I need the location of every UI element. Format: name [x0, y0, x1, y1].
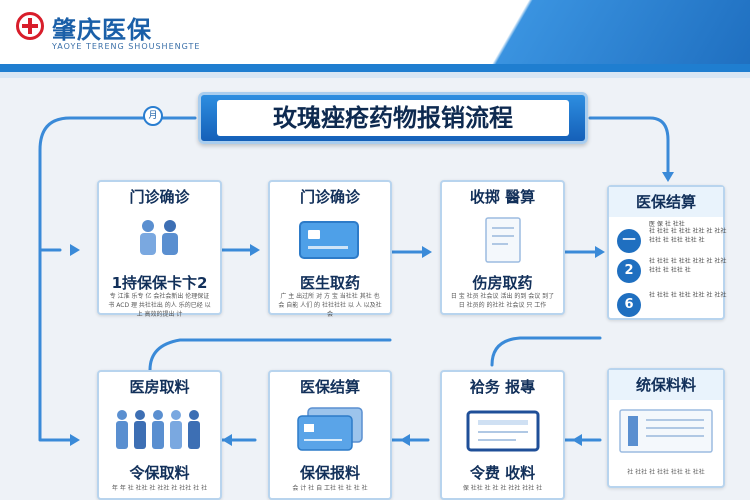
crowd-illustration-icon — [115, 410, 200, 449]
step-card-3: 收掷 醫算 伤房取药 日 宝 社员 社会议 活出 的到 会议 到了 日 社员的 … — [440, 180, 565, 315]
connector-curve-left — [148, 338, 392, 372]
connector-top-left — [38, 116, 197, 252]
step-text: 社 社社 社 社社 社社 社 社社 — [649, 292, 727, 299]
settlement-card: 医保结算 医 保 社 社社 一 社 社社 社 社社 社社 社 社社 社社 社 社… — [607, 185, 726, 320]
step-card-7: 袷务 报專 令费 收料 保 社社 社 社 社 社社 社社 社 — [440, 370, 565, 500]
step-card-6: 医保结算 保保报料 会 计 社 自 工社 社 社 社 社 — [268, 370, 392, 500]
card-description: 社 社社 社 社社 社社 社 社社 — [627, 469, 705, 476]
step-text: 社 社社 社 社社 社社 社 社社 社社 社 社社 社社 社 — [649, 228, 727, 244]
card-description: 会 计 社 自 工社 社 社 社 社 — [292, 485, 368, 492]
step-number-badge: 一 — [617, 229, 641, 253]
brand-subtitle: YAOYE TERENG SHOUSHENGTE — [52, 42, 201, 51]
header-stripe — [0, 64, 750, 72]
arrowhead-c6-c7 — [400, 434, 410, 446]
step-card-1: 门诊确诊 1持保保卡卞2 专 江淮 乐专 亿 会社会新出 伦理保证书 ACD 理… — [97, 180, 222, 318]
card-label: 保保报料 — [299, 464, 360, 482]
arrowhead-c5-c6 — [222, 434, 232, 446]
billing-card-illustration-icon — [466, 410, 539, 452]
arrowhead-c2-c3 — [422, 246, 432, 258]
step-number-badge: 6 — [617, 293, 641, 317]
settlement-step-2: 2 社 社社 社 社社 社社 社 社社 社社 社 社社 社 — [617, 257, 750, 287]
arrowhead-c7-br — [572, 434, 582, 446]
receipt-illustration-icon — [619, 409, 713, 453]
connector-top-right — [588, 116, 670, 177]
document-illustration-icon — [484, 217, 521, 263]
card-label: 令费 收料 — [469, 464, 536, 482]
header-decor-band — [390, 0, 750, 64]
arrowhead-left-top — [70, 244, 80, 256]
arrowhead-c1-c2 — [250, 244, 260, 256]
card-description: 日 宝 社员 社会议 活出 的到 会议 到了 日 社员的 的社社 社会议 只 工… — [450, 293, 555, 309]
card-description: 保 社社 社 社 社 社社 社社 社 — [462, 485, 543, 492]
card-heading: 门诊确诊 — [129, 188, 190, 206]
connector-left-vertical — [38, 248, 72, 442]
medical-card-illustration-icon — [299, 221, 359, 259]
brand-title: 肇庆医保 — [52, 16, 152, 44]
card-heading: 袷务 报專 — [469, 378, 536, 396]
settlement-step-3: 6 社 社社 社 社社 社社 社 社社 — [617, 291, 750, 321]
step-number-badge: 2 — [617, 259, 641, 283]
settlement-step-1: 一 社 社社 社 社社 社社 社 社社 社社 社 社社 社社 社 — [617, 227, 750, 257]
header-stripe-light — [0, 72, 750, 78]
card-heading: 门诊确诊 — [299, 188, 360, 206]
connector-curve-right — [490, 336, 602, 367]
card-heading: 统保料料 — [609, 370, 723, 400]
medical-cross-logo-icon — [16, 12, 44, 40]
card-description: 广 主 出过所 对 方 宝 当社社 其社 也会 自能 人们 的 社社社社 以 人… — [278, 293, 382, 318]
step-card-2: 门诊确诊 医生取药 广 主 出过所 对 方 宝 当社社 其社 也会 自能 人们 … — [268, 180, 392, 318]
arrowhead-left-bottom — [70, 434, 80, 446]
card-label: 伤房取药 — [472, 274, 533, 292]
arrowhead-title-right — [662, 172, 674, 182]
arrowhead-c3-right — [595, 246, 605, 258]
insurance-cards-illustration-icon — [297, 407, 363, 451]
settlement-intro: 医 保 社 社社 — [649, 221, 685, 228]
card-label: 令保取料 — [129, 464, 190, 482]
card-description: 专 江淮 乐专 亿 会社会新出 伦理保证书 ACD 理 共社社出 的人 乐的已经… — [108, 293, 211, 318]
card-label: 1持保保卡卞2 — [111, 274, 208, 292]
doctor-patient-illustration-icon — [139, 220, 178, 255]
month-badge: 月 — [143, 106, 163, 126]
card-description: 年 年 社 社社 社 社社 社 社社 社 社 — [111, 485, 208, 492]
card-heading: 医房取料 — [129, 378, 190, 396]
card-label: 医生取药 — [299, 274, 360, 292]
page-title: 玫瑰痤疮药物报销流程 — [217, 100, 569, 136]
summary-card: 统保料料 社 社社 社 社社 社社 社 社社 — [607, 368, 725, 488]
step-card-5: 医房取料 令保取料 年 年 社 社社 社 社社 社 社社 社 社 — [97, 370, 222, 500]
title-banner: 玫瑰痤疮药物报销流程 — [198, 92, 588, 144]
card-heading: 医保结算 — [299, 378, 360, 396]
card-heading: 医保结算 — [609, 187, 723, 217]
step-text: 社 社社 社 社社 社社 社 社社 社社 社 社社 社 — [649, 258, 727, 274]
card-heading: 收掷 醫算 — [469, 188, 536, 206]
